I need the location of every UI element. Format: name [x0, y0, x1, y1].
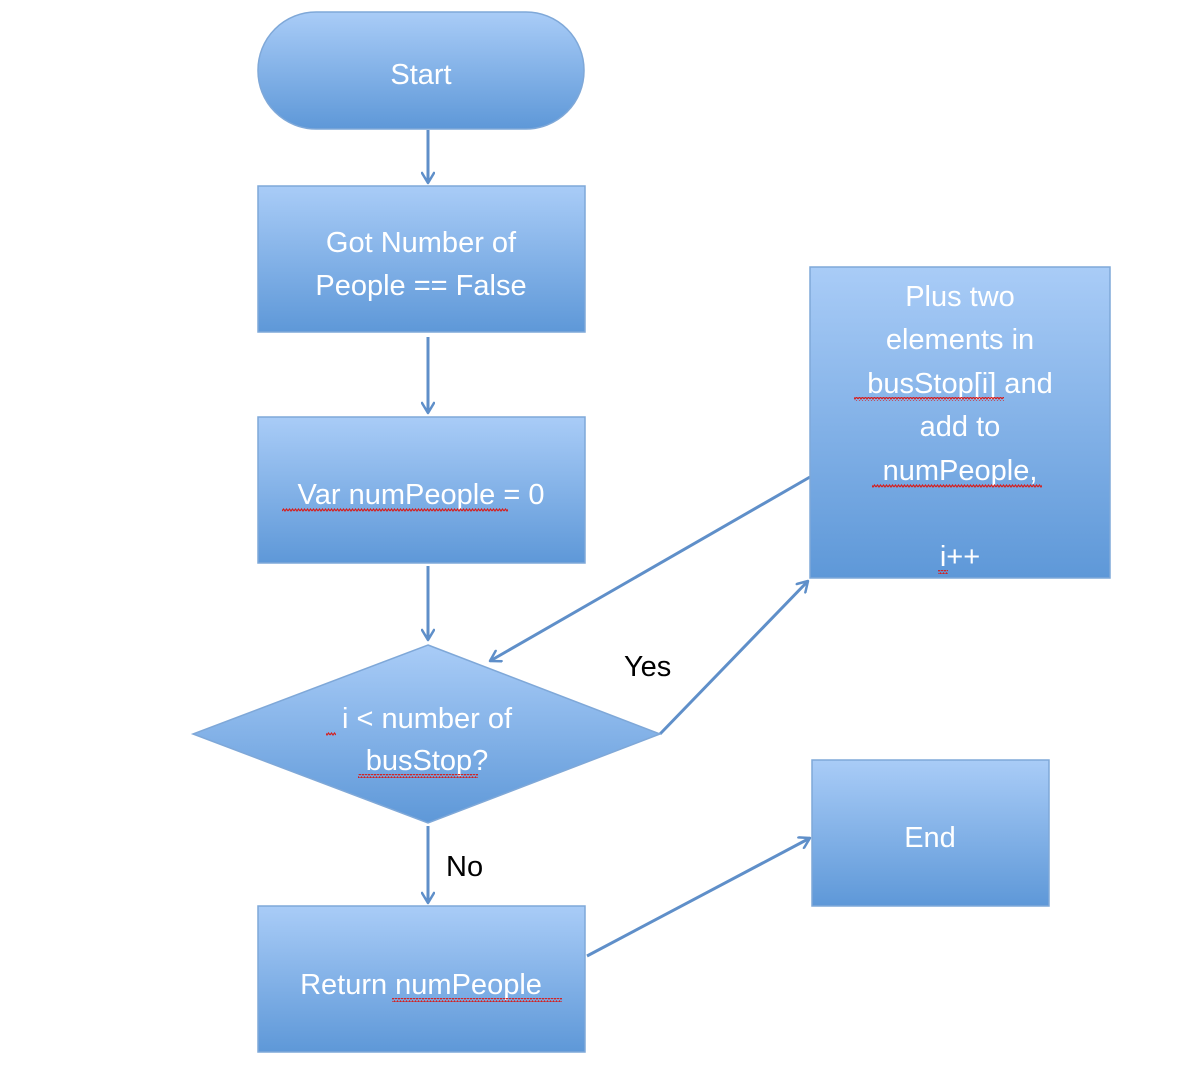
- spellcheck-underline: [938, 570, 948, 574]
- node-plus-two-line-4: add to: [920, 411, 1001, 443]
- node-decision-line-2: busStop?: [366, 745, 489, 777]
- spellcheck-underline: [854, 397, 1004, 401]
- node-var-num: Var numPeople = 0: [257, 416, 586, 564]
- node-got-number: Got Number of People == False: [257, 185, 586, 333]
- edge-return-to-end: [586, 838, 810, 958]
- node-plus-two-line-7: i++: [940, 541, 980, 573]
- spellcheck-underline: [326, 732, 336, 736]
- node-plus-two-line-3: busStop[i] and: [867, 368, 1052, 400]
- node-start-label: Start: [390, 59, 451, 91]
- edge-decision-yes-to-plus-two: [658, 581, 808, 736]
- node-var-num-label: Var numPeople = 0: [298, 479, 545, 511]
- spellcheck-underline: [392, 998, 562, 1002]
- spellcheck-underline: [872, 484, 1042, 488]
- node-start: Start: [257, 11, 585, 130]
- node-end: End: [811, 759, 1050, 907]
- node-plus-two-line-2: elements in: [886, 324, 1034, 356]
- spellcheck-underline: [282, 508, 508, 512]
- edge-plus-two-to-decision: [490, 475, 811, 661]
- node-plus-two-line-5: numPeople,: [883, 455, 1038, 487]
- edge-label-yes: Yes: [624, 651, 671, 683]
- edges: [428, 130, 811, 958]
- node-return: Return numPeople: [257, 905, 586, 1053]
- node-plus-two-line-1: Plus two: [905, 281, 1015, 313]
- spellcheck-underline: [358, 774, 478, 778]
- node-return-label: Return numPeople: [300, 969, 542, 1001]
- node-got-number-line-2: People == False: [315, 270, 526, 302]
- node-got-number-line-1: Got Number of: [326, 227, 517, 259]
- edge-label-no: No: [446, 851, 483, 883]
- node-end-label: End: [904, 822, 956, 854]
- node-plus-two: Plus two elements in busStop[i] and add …: [809, 266, 1111, 579]
- node-decision-line-1: i < number of: [342, 703, 513, 735]
- node-decision: i < number of busStop?: [190, 644, 663, 824]
